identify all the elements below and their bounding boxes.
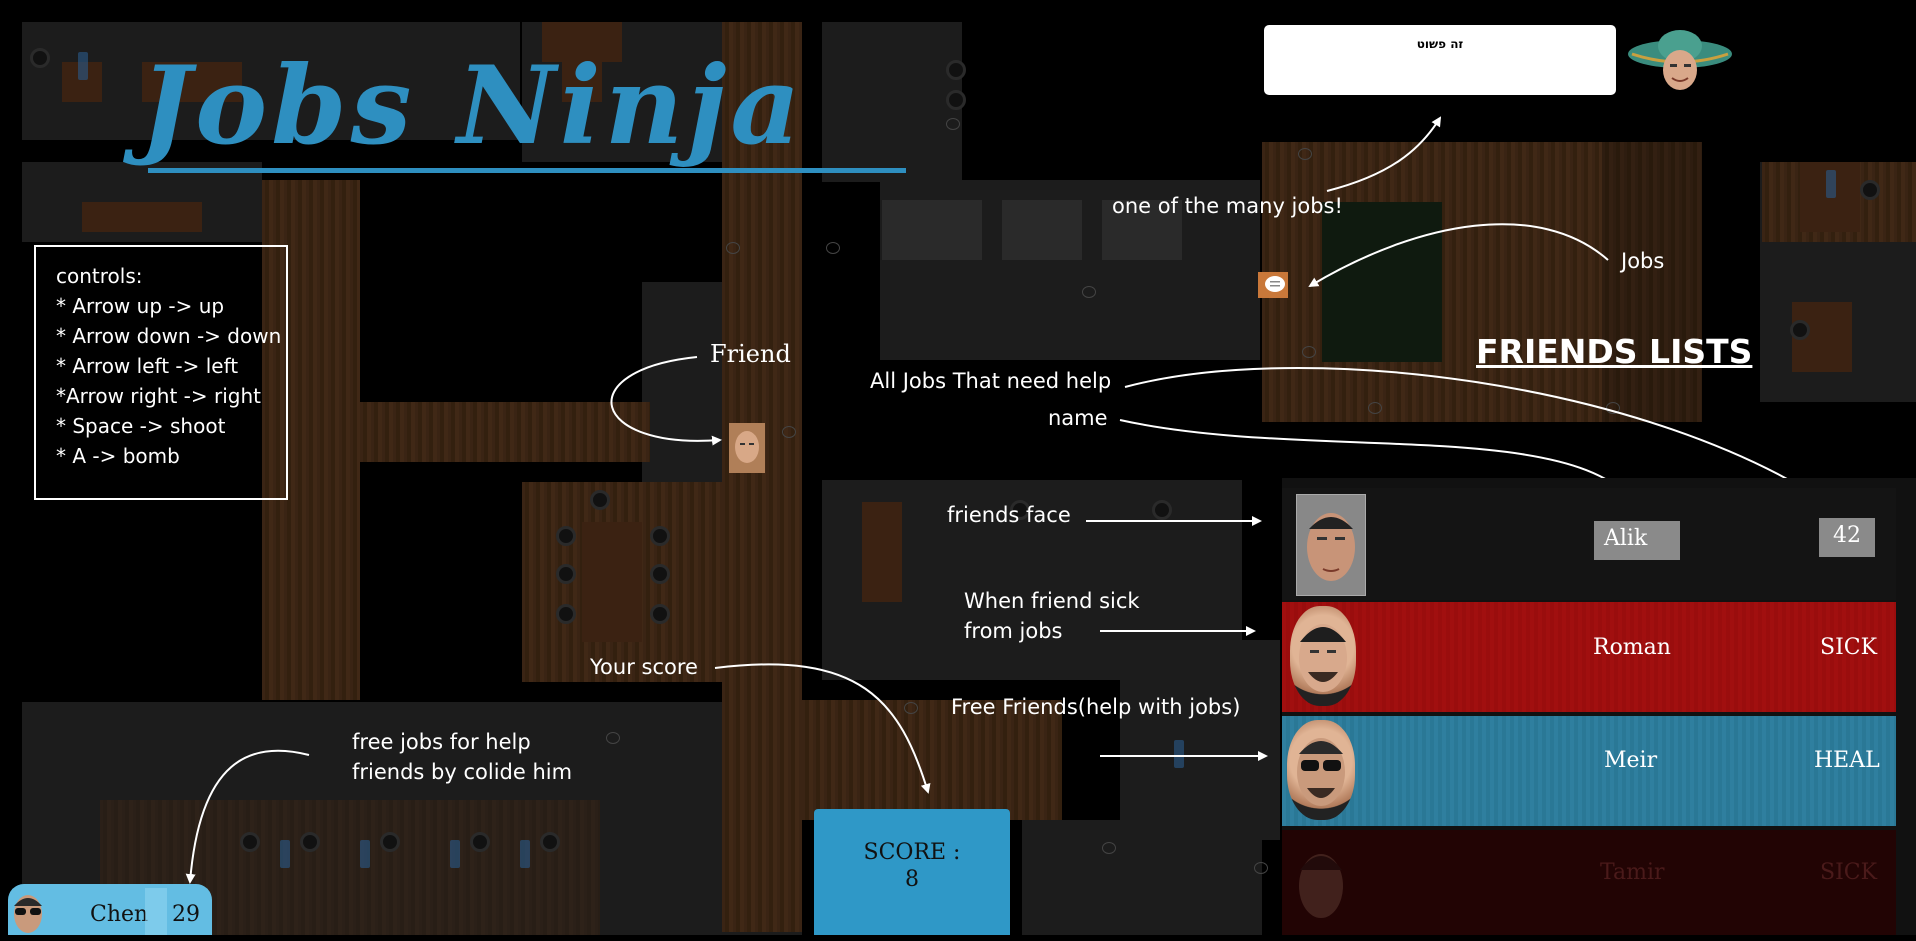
- friend-status: SICK: [1820, 860, 1878, 885]
- title-underline: [148, 168, 906, 173]
- control-line: * Space -> shoot: [56, 414, 226, 438]
- friend-name: Roman: [1593, 635, 1671, 660]
- friend-row-normal: Alik 42: [1282, 488, 1896, 600]
- annotation-one-of-jobs: one of the many jobs!: [1112, 194, 1343, 218]
- friend-row-sick: Roman SICK: [1282, 602, 1896, 712]
- annotation-friends-face: friends face: [947, 503, 1071, 527]
- player-jobs-count: 29: [172, 902, 200, 927]
- friend-avatar: [1287, 720, 1355, 820]
- friend-jobs-tag: [1819, 518, 1875, 557]
- score-panel: SCORE : 8: [814, 809, 1010, 935]
- player-card: Chen 29: [8, 884, 212, 935]
- friend-name: Meir: [1604, 748, 1658, 773]
- friend-name: Tamir: [1600, 860, 1665, 885]
- friend-status: HEAL: [1814, 748, 1880, 773]
- friend-jobs-count: 42: [1833, 523, 1861, 548]
- player-name: Chen: [90, 902, 149, 927]
- player-avatar: [10, 888, 46, 935]
- control-line: * Arrow left -> left: [56, 354, 239, 378]
- control-line: * Arrow down -> down: [56, 324, 282, 348]
- annotation-all-jobs: All Jobs That need help: [870, 369, 1112, 393]
- score-label: SCORE :: [863, 840, 961, 865]
- annotation-jobs: Jobs: [1621, 249, 1665, 273]
- friend-name: Alik: [1604, 526, 1648, 551]
- annotation-sick-line1: When friend sick: [964, 589, 1140, 613]
- friend-avatar: [1290, 836, 1352, 931]
- friend-sprite: [729, 423, 765, 473]
- friend-avatar: [1290, 606, 1356, 706]
- player-highlight: [145, 888, 167, 935]
- friend-name-tag: [1594, 521, 1680, 560]
- friend-avatar: [1296, 494, 1366, 596]
- sombrero-character: [1626, 22, 1734, 92]
- controls-heading: controls:: [56, 264, 143, 288]
- friend-status: SICK: [1820, 635, 1878, 660]
- annotation-your-score: Your score: [590, 655, 698, 679]
- score-value: 8: [905, 867, 919, 892]
- job-bubble-icon: [1258, 272, 1288, 298]
- game-title: Jobs Ninja: [140, 43, 805, 169]
- annotation-free-jobs-line2: friends by colide him: [352, 760, 573, 784]
- friend-row-heal: Meir HEAL: [1282, 716, 1896, 826]
- friend-row-dim: Tamir SICK: [1282, 830, 1896, 935]
- controls-panel: controls: * Arrow up -> up * Arrow down …: [34, 245, 288, 500]
- control-line: * A -> bomb: [56, 444, 180, 468]
- control-line: * Arrow up -> up: [56, 294, 225, 318]
- control-line: *Arrow right -> right: [56, 384, 261, 408]
- annotation-free-friends: Free Friends(help with jobs): [951, 695, 1241, 719]
- annotation-friend: Friend: [710, 340, 791, 368]
- current-job-box: זה פשוט: [1264, 25, 1616, 95]
- friends-list-title: FRIENDS LISTS: [1476, 332, 1753, 371]
- annotation-name: name: [1048, 406, 1108, 430]
- annotation-sick-line2: from jobs: [964, 619, 1063, 643]
- annotation-free-jobs-line1: free jobs for help: [352, 730, 531, 754]
